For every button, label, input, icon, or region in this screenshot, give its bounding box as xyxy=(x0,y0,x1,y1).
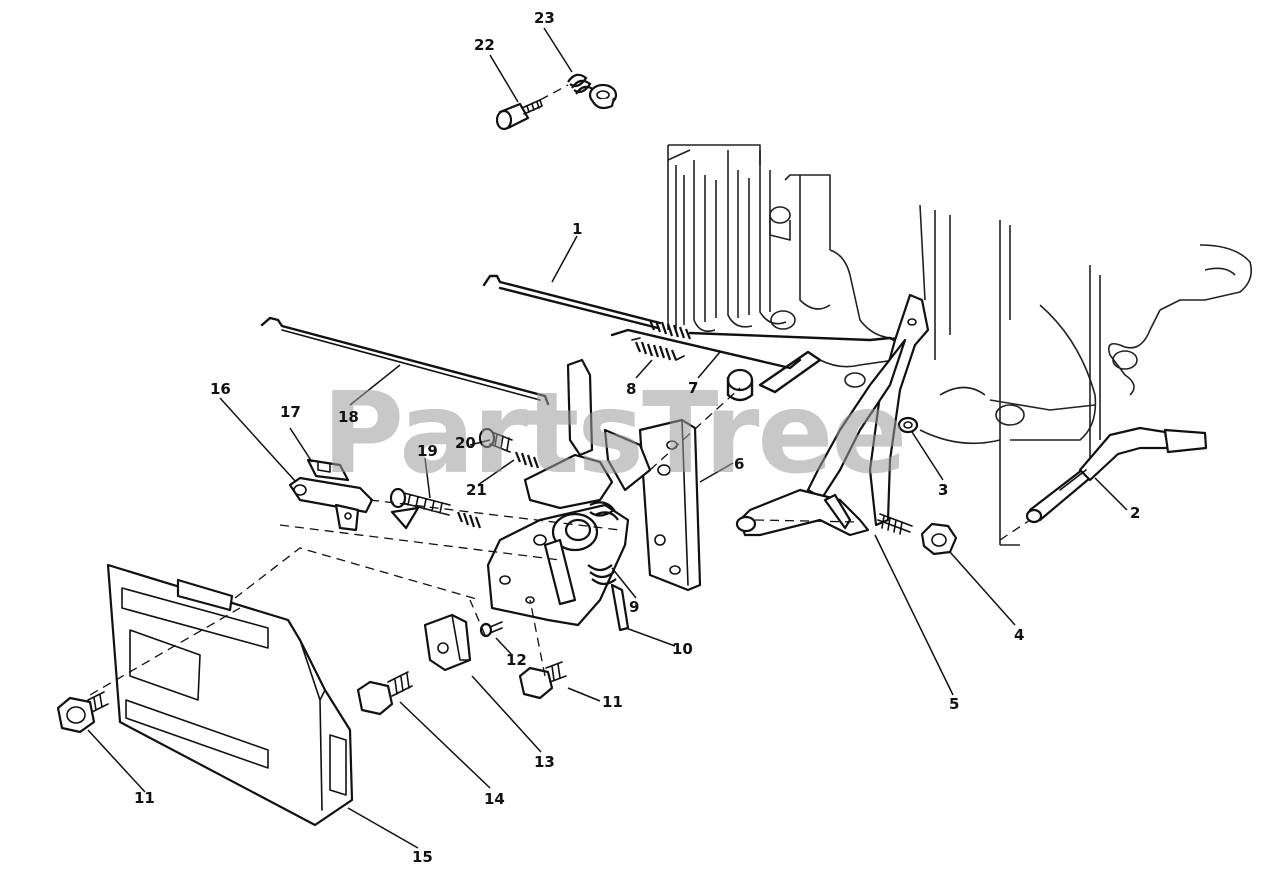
part-5-governor-lever xyxy=(735,293,930,537)
callout-14: 14 xyxy=(484,790,505,808)
part-11-bolt-right xyxy=(518,661,567,700)
assembly-lines xyxy=(89,84,1031,696)
control-assembly xyxy=(486,428,652,632)
callout-labels: 1 2 3 4 5 6 7 8 9 10 11 11 12 13 14 15 1… xyxy=(134,9,1140,866)
part-4-nut xyxy=(920,522,958,556)
part-14-bolt xyxy=(356,671,413,716)
part-7-rod xyxy=(610,328,822,402)
part-20-screw xyxy=(478,427,513,453)
callout-1: 1 xyxy=(572,220,582,238)
part-6-bracket-plate xyxy=(566,358,702,592)
part-22-screw xyxy=(495,99,543,131)
callout-22: 22 xyxy=(474,36,495,54)
partstree-watermark: PartsTree xyxy=(322,369,905,499)
callout-21: 21 xyxy=(466,481,487,499)
callout-2: 2 xyxy=(1130,504,1140,522)
part-23-swivel xyxy=(567,73,618,110)
part-16-link xyxy=(288,476,374,532)
part-2-governor-shaft xyxy=(1025,426,1208,524)
callout-11-left: 11 xyxy=(134,789,155,807)
callout-11-right: 11 xyxy=(602,693,623,711)
callout-19: 19 xyxy=(417,442,438,460)
callout-5: 5 xyxy=(949,695,959,713)
callout-3: 3 xyxy=(938,481,948,499)
callout-6: 6 xyxy=(734,455,744,473)
callout-8: 8 xyxy=(626,380,636,398)
part-15-cover-plate xyxy=(106,563,354,827)
callout-13: 13 xyxy=(534,753,555,771)
callout-12: 12 xyxy=(506,651,527,669)
callout-4: 4 xyxy=(1014,626,1024,644)
engine-block-outline xyxy=(667,144,1253,546)
callout-20: 20 xyxy=(455,434,476,452)
callout-15: 15 xyxy=(412,848,433,866)
part-11-bolt-left xyxy=(56,691,109,734)
part-8-spring xyxy=(631,337,685,361)
part-3-clip xyxy=(897,416,919,434)
part-21-spring xyxy=(514,451,540,469)
callout-9: 9 xyxy=(629,598,639,616)
callout-7: 7 xyxy=(688,379,698,397)
part-13-clip xyxy=(423,613,472,672)
callout-23: 23 xyxy=(534,9,555,27)
callout-17: 17 xyxy=(280,403,301,421)
callout-16: 16 xyxy=(210,380,231,398)
part-19-screw xyxy=(389,487,482,529)
callout-10: 10 xyxy=(672,640,693,658)
part-18-link-rod xyxy=(260,316,550,406)
leader-lines xyxy=(87,27,1128,849)
callout-18: 18 xyxy=(338,408,359,426)
part-17-bracket xyxy=(306,458,420,530)
